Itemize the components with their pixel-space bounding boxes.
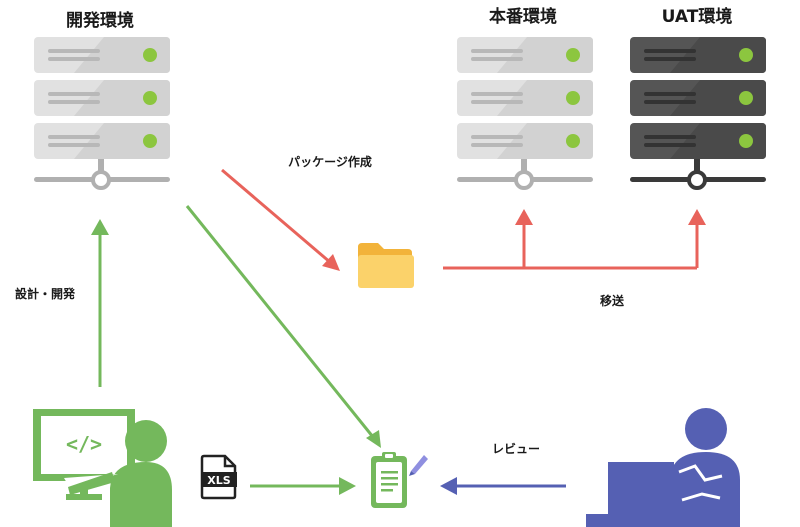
xls-file-icon: XLS [200,454,237,500]
review-label: レビュー [492,441,540,456]
xls-to-clipboard-arrow [250,477,356,495]
transfer-label: 移送 [600,293,625,308]
folder-icon [358,243,414,288]
code-tag-label: </> [66,432,102,456]
uat-env-label: UAT環境 [662,6,733,27]
developer-icon: </> [33,409,172,527]
prod-server-icon [457,37,593,190]
uat-server-icon [630,37,766,190]
reviewer-icon [586,408,740,527]
prod-env-label: 本番環境 [489,6,557,27]
dev-server-icon [34,37,170,190]
package-create-arrow [221,168,340,271]
xls-file-label: XLS [207,474,230,487]
pencil-icon [409,455,428,476]
package-create-label: パッケージ作成 [288,154,372,169]
design-dev-arrow [91,219,109,387]
transfer-arrows [443,209,706,270]
dev-to-clipboard-arrow [185,205,381,448]
design-dev-label: 設計・開発 [15,286,76,301]
clipboard-icon [371,452,428,508]
dev-env-label: 開発環境 [66,10,134,31]
review-arrow [440,477,566,495]
